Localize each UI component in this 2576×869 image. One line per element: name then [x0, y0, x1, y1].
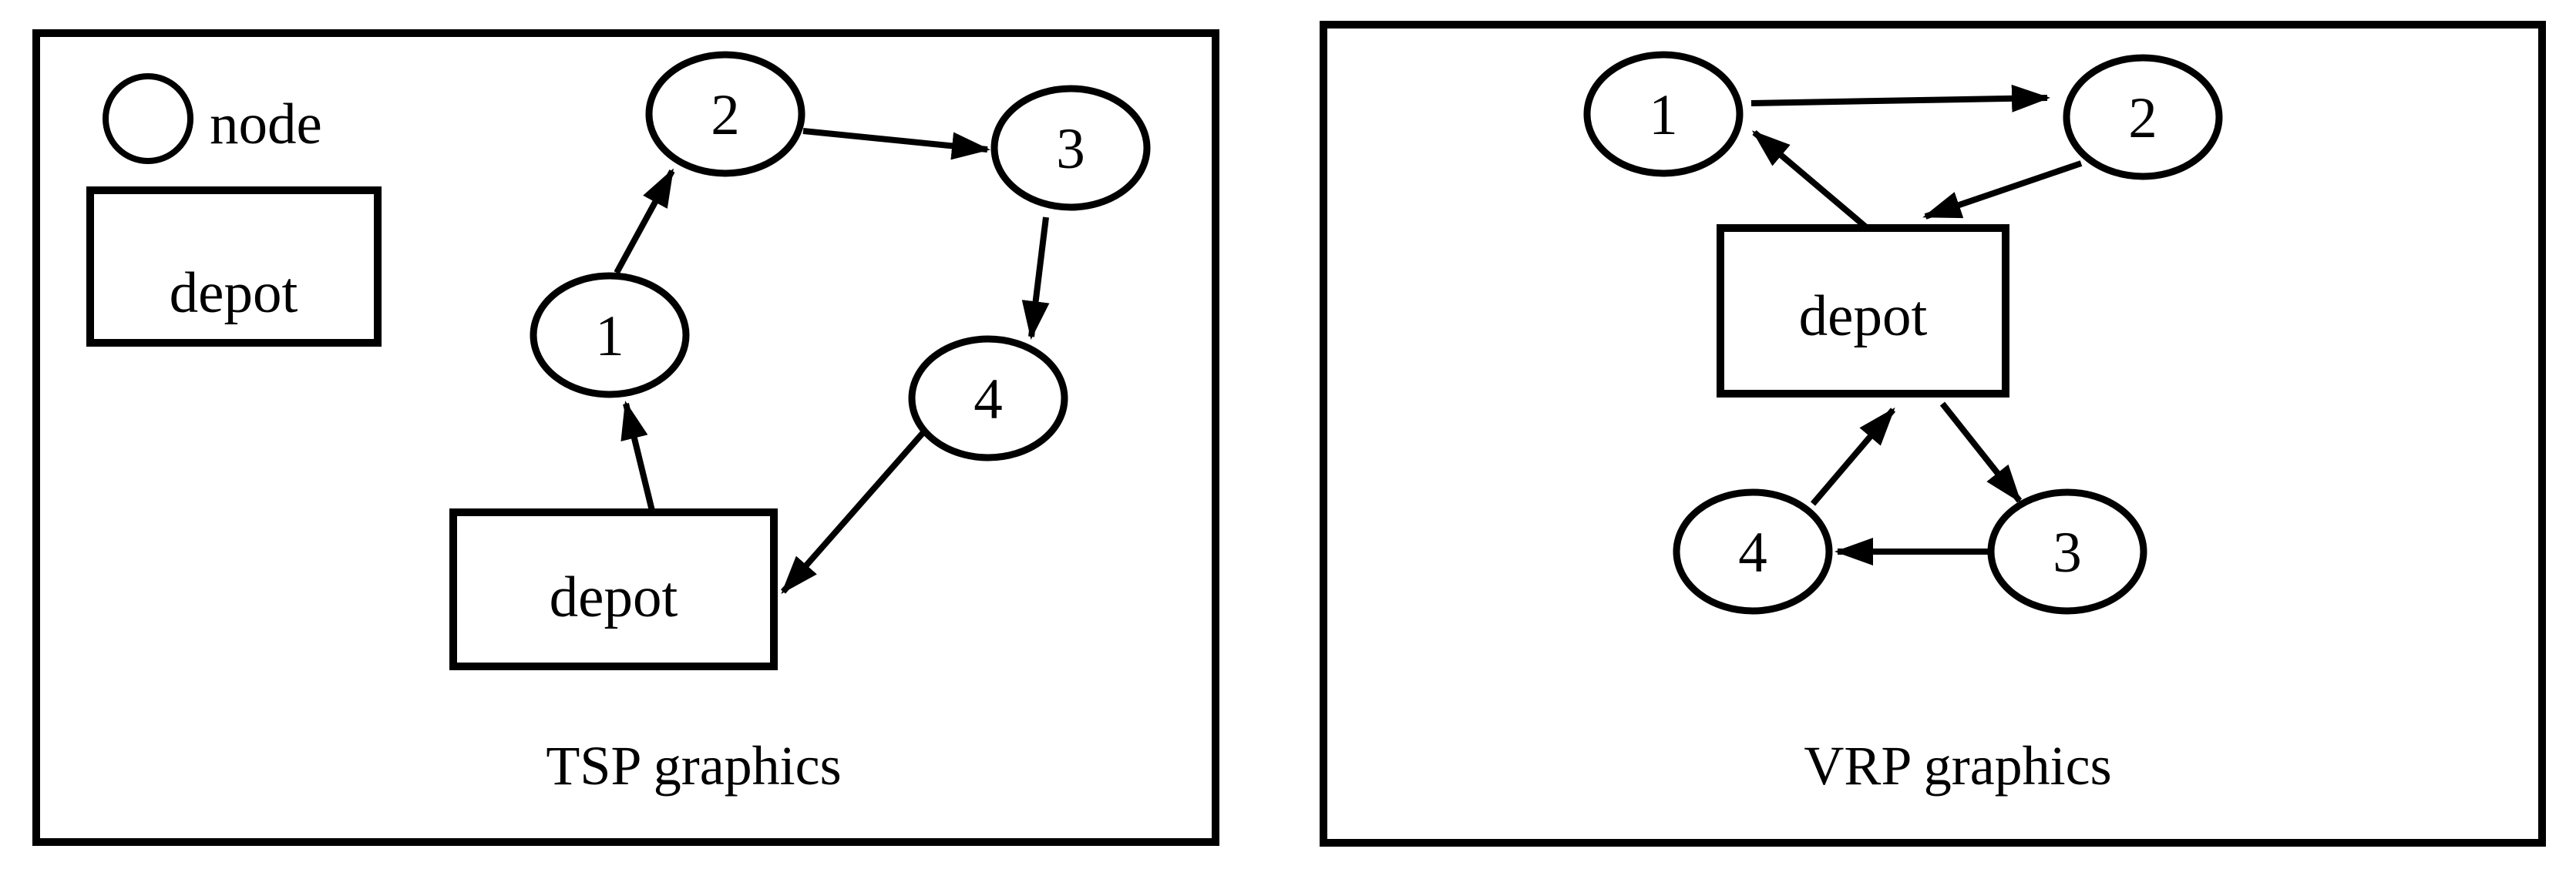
tsp-edge-3-to-4	[1021, 216, 1050, 340]
tsp-caption: TSP graphics	[546, 735, 841, 797]
vrp-node-4-label: 4	[1738, 521, 1767, 585]
vrp-caption: VRP graphics	[1804, 735, 2111, 797]
tsp-node-2-label: 2	[711, 83, 740, 147]
tsp-panel-border	[32, 29, 1219, 846]
legend-depot-label: depot	[170, 261, 298, 325]
vrp-edge-4-to-depot	[1810, 407, 1896, 506]
vrp-edge-2-to-depot	[1922, 160, 2083, 220]
tsp-node-3-label: 3	[1056, 117, 1085, 181]
tsp-depot-box	[449, 508, 778, 670]
vrp-edge-1-to-2	[1750, 84, 2050, 112]
legend-node-label: node	[210, 92, 322, 156]
tsp-node-1	[530, 272, 690, 398]
tsp-node-2	[645, 51, 805, 177]
vrp-node-1-label: 1	[1649, 83, 1678, 147]
tsp-node-4	[908, 335, 1068, 461]
tsp-node-4-label: 4	[974, 367, 1003, 431]
tsp-edge-depot-to-1	[620, 401, 655, 512]
vrp-node-2-label: 2	[2128, 86, 2157, 150]
vrp-edge-depot-to-1	[1751, 129, 1868, 230]
vrp-node-2	[2063, 54, 2223, 180]
vrp-depot-label: depot	[1799, 284, 1928, 348]
tsp-node-1-label: 1	[595, 304, 624, 368]
tsp-depot-label: depot	[550, 565, 678, 629]
vrp-edge-depot-to-3	[1939, 401, 2023, 504]
legend-node-circle	[103, 73, 193, 164]
vrp-panel-border	[1320, 21, 2546, 847]
vrp-depot-box	[1717, 224, 2009, 398]
vrp-node-4	[1673, 488, 1833, 615]
tsp-node-3	[990, 85, 1151, 211]
vrp-node-1	[1583, 51, 1744, 177]
tsp-edge-1-to-2	[614, 168, 675, 274]
vrp-node-3	[1987, 488, 2147, 615]
tsp-edge-4-to-depot	[780, 429, 927, 595]
legend-depot-box	[86, 186, 382, 347]
tsp-edge-2-to-3	[802, 128, 990, 160]
vrp-node-3-label: 3	[2053, 521, 2082, 585]
